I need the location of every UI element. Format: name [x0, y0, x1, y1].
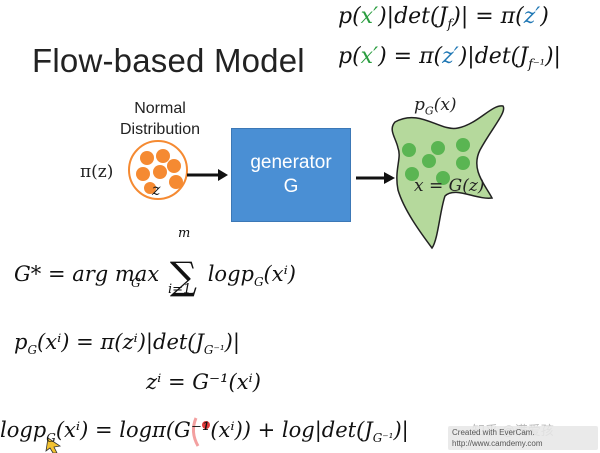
- normal-distribution-icon: [128, 140, 188, 200]
- generator-symbol: G: [283, 176, 299, 197]
- laser-pointer-icon: [191, 417, 210, 447]
- equation-pg: pG(xⁱ) = π(zⁱ)|det(JG⁻¹)|: [14, 330, 240, 358]
- camdemy-watermark: Created with EverCam. http://www.camdemy…: [448, 426, 598, 450]
- arrow-right-icon: [187, 169, 228, 181]
- equation-log-likelihood: logpG(xⁱ) = logπ(G⁻¹(xⁱ)) + log|det(JG⁻¹…: [0, 418, 409, 446]
- normal-distribution-label: Normal Distribution: [119, 100, 201, 138]
- equation-change-of-variable-1: p(x′)|det(Jf)| = π(z′): [338, 4, 549, 33]
- generator-label: generator: [250, 152, 332, 173]
- arrow-right-icon: [356, 172, 395, 184]
- equation-zi: zⁱ = G⁻¹(xⁱ): [146, 370, 261, 394]
- slide-title: Flow-based Model: [32, 42, 305, 79]
- pg-label: pG(x): [414, 95, 457, 118]
- cursor-icon: [45, 437, 62, 453]
- complex-distribution-icon: [391, 105, 505, 250]
- z-label: z: [152, 180, 161, 199]
- generator-box: generator G: [231, 128, 351, 222]
- equation-g-star: G* = arg max G m ∑ i=1 logpG(xⁱ): [14, 226, 297, 298]
- pi-z-label: π(z): [80, 162, 114, 182]
- x-equals-g-z-label: x = G(z): [414, 176, 485, 196]
- equation-change-of-variable-2: p(x′) = π(z′)|det(Jf⁻¹)|: [338, 44, 561, 73]
